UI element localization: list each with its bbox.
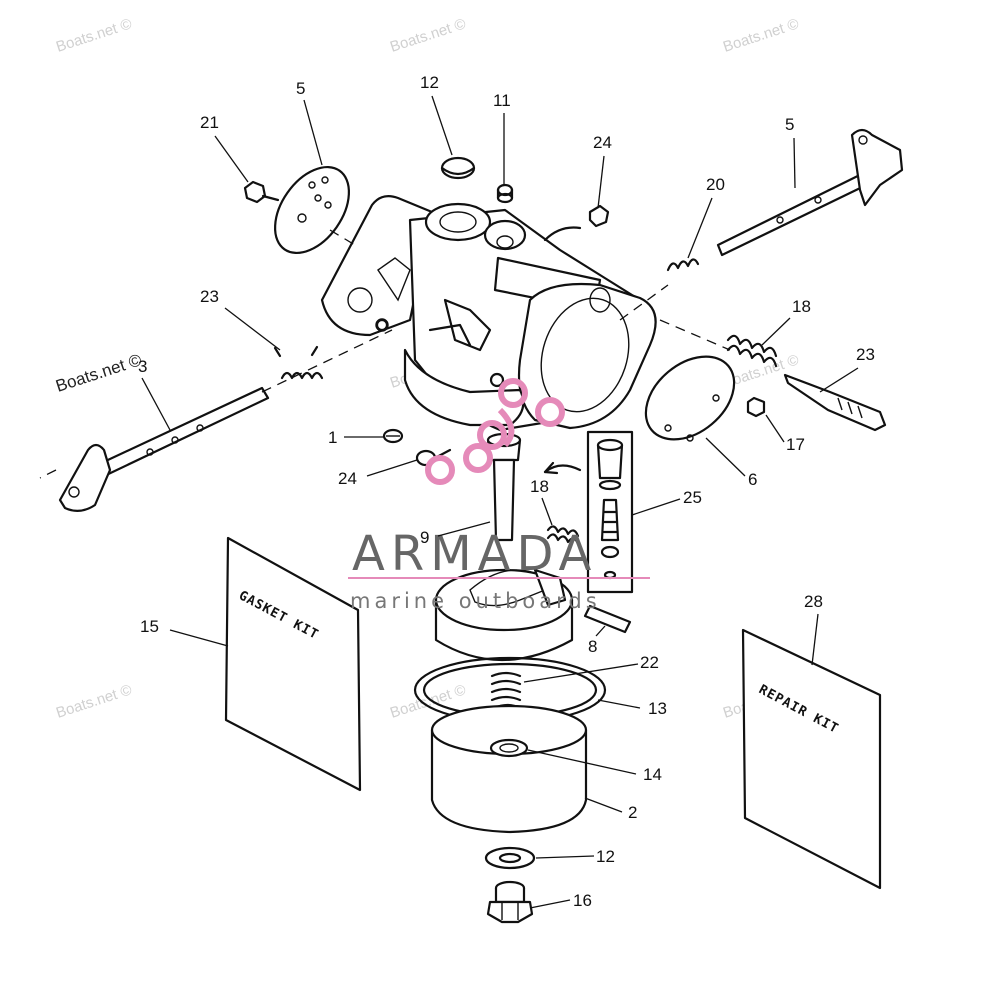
choke-plate [644, 319, 736, 442]
spring [490, 671, 522, 710]
callout-number: 12 [596, 847, 615, 866]
callout-number: 18 [792, 297, 811, 316]
idle-screw [543, 204, 610, 242]
watermark: Boats.net © [54, 681, 134, 721]
callout-number: 5 [296, 79, 305, 98]
nut [496, 183, 514, 204]
repair-kit-card: REPAIR KIT [741, 628, 882, 890]
gasket-kit-card: GASKET KIT [224, 536, 362, 792]
callout-number: 22 [640, 653, 659, 672]
float-spring [546, 525, 580, 546]
callout-number: 9 [420, 528, 429, 547]
screw [243, 180, 280, 204]
callout-number: 16 [573, 891, 592, 910]
callout-number: 11 [493, 91, 511, 110]
flower-logo-icon [425, 378, 565, 485]
mixture-needle [783, 373, 887, 432]
needle-and-seat [543, 430, 634, 594]
drain-plug [486, 880, 534, 924]
choke-shaft [619, 128, 904, 321]
float-pin [583, 604, 632, 634]
callout-number: 12 [420, 73, 439, 92]
callout-number: 20 [706, 175, 725, 194]
callout-number: 14 [643, 765, 662, 784]
welch-plug [440, 156, 476, 180]
callout-number: 6 [748, 470, 757, 489]
callout-number: 8 [588, 637, 597, 656]
watermark: Boats.net © [721, 15, 801, 55]
screw [382, 428, 404, 444]
callouts: 5 21 12 11 24 5 20 23 3 18 23 17 6 1 24 … [138, 73, 875, 910]
watermark: Boats.net © [53, 350, 144, 396]
watermark: Boats.net © [388, 15, 468, 55]
callout-number: 3 [138, 357, 147, 376]
brand-name: ARMADA [352, 526, 597, 582]
watermark: Boats.net © [54, 15, 134, 55]
callout-number: 23 [856, 345, 875, 364]
washer [484, 846, 536, 870]
brand-tagline: marine outboards [350, 589, 601, 613]
callout-number: 24 [338, 469, 357, 488]
carburetor-body [320, 195, 657, 432]
callout-number: 2 [628, 803, 637, 822]
callout-number: 24 [593, 133, 612, 152]
callout-number: 17 [786, 435, 805, 454]
callout-number: 28 [804, 592, 823, 611]
callout-number: 5 [785, 115, 794, 134]
brand-logo: ARMADA marine outboards [348, 378, 650, 613]
float-bowl [430, 704, 588, 834]
callout-number: 25 [683, 488, 702, 507]
callout-number: 18 [530, 477, 549, 496]
callout-number: 23 [200, 287, 219, 306]
screw [746, 396, 766, 418]
throttle-plate [273, 165, 356, 255]
float [434, 568, 574, 661]
spring [726, 334, 778, 368]
callout-number: 15 [140, 617, 159, 636]
throttle-shaft [39, 329, 393, 512]
callout-number: 21 [200, 113, 219, 132]
callout-number: 13 [648, 699, 667, 718]
callout-number: 1 [328, 428, 337, 447]
